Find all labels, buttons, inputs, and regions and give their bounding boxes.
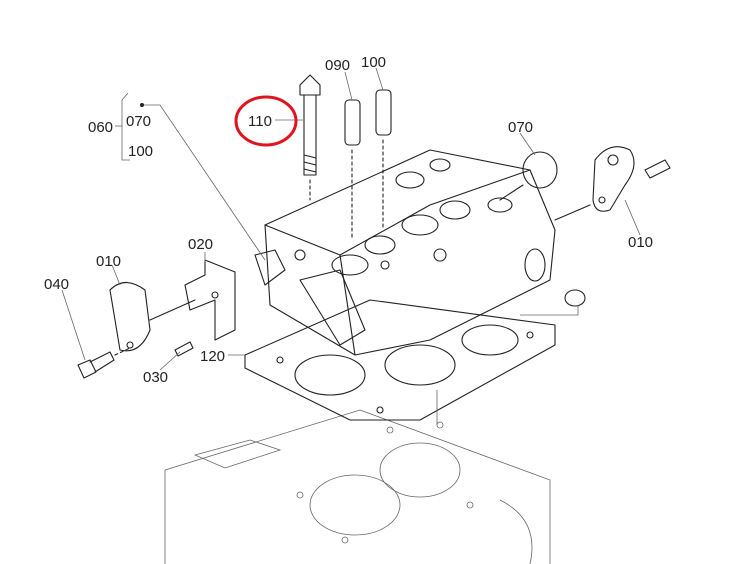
head-gasket: [244, 299, 556, 421]
label-070[interactable]: 070: [508, 119, 533, 136]
bracket-020: [184, 259, 236, 341]
engine-block: [164, 409, 551, 564]
label-060[interactable]: 060: [88, 119, 113, 136]
label-010-right[interactable]: 010: [628, 234, 653, 251]
stud-030: [174, 341, 194, 357]
label-070-group[interactable]: 070: [126, 113, 151, 130]
label-020[interactable]: 020: [188, 236, 213, 253]
label-100[interactable]: 100: [361, 54, 386, 71]
valve-guides: [344, 89, 392, 241]
label-010-left[interactable]: 010: [96, 253, 121, 270]
plug-070: [499, 151, 586, 307]
hook-010-right: [554, 146, 671, 221]
leader-lines: [61, 67, 641, 425]
bolt-040: [77, 347, 131, 379]
label-030[interactable]: 030: [143, 369, 168, 386]
bolt-110: [299, 74, 321, 201]
label-110[interactable]: 110: [248, 113, 272, 130]
label-100-group[interactable]: 100: [128, 143, 153, 160]
highlight-circle: [234, 95, 298, 147]
label-120[interactable]: 120: [200, 348, 225, 365]
label-040[interactable]: 040: [44, 276, 69, 293]
cylinder-head: [254, 149, 556, 356]
reference-dot: [140, 103, 144, 107]
label-090[interactable]: 090: [325, 57, 350, 74]
hook-010-left: [109, 281, 196, 352]
